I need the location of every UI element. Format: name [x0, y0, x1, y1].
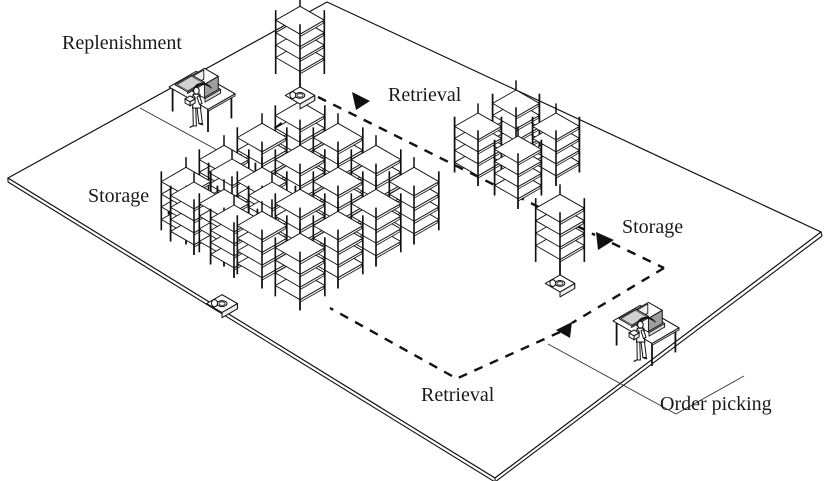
inventory-pod — [274, 223, 326, 311]
agv-robot — [206, 294, 238, 319]
workstation-order-picking — [612, 301, 680, 366]
arrow-retrieval-bottom — [556, 322, 572, 338]
arrow-retrieval-top — [352, 92, 370, 110]
label-retrieval-bottom: Retrieval — [421, 384, 495, 406]
worker-figure — [628, 316, 656, 362]
inventory-pod — [493, 126, 543, 209]
agv-robot — [544, 274, 576, 298]
carton-box — [628, 329, 641, 341]
label-storage-left: Storage — [88, 185, 150, 207]
arrow-storage-right — [596, 232, 614, 250]
inventory-pod — [350, 179, 402, 267]
agv-robots — [206, 86, 576, 319]
worker-figure — [184, 82, 212, 128]
inventory-pod — [388, 157, 440, 245]
label-replenishment: Replenishment — [62, 32, 182, 54]
label-retrieval-top: Retrieval — [388, 84, 462, 106]
zone-order-picking — [547, 343, 745, 415]
label-storage-right: Storage — [622, 216, 684, 238]
carton-box — [184, 95, 197, 107]
inventory-pod — [312, 201, 364, 289]
workstation-replenishment — [168, 67, 236, 132]
agv-robot — [284, 86, 316, 110]
workstations — [168, 67, 680, 366]
workstation — [612, 301, 680, 366]
inventory-pod-grid — [160, 0, 586, 311]
inventory-pod — [453, 103, 503, 186]
inventory-pod-on-agv — [534, 184, 586, 276]
workstation — [168, 67, 236, 132]
label-order-picking: Order picking — [660, 393, 772, 415]
inventory-pod-on-agv — [274, 0, 326, 88]
inventory-pod — [531, 103, 581, 186]
